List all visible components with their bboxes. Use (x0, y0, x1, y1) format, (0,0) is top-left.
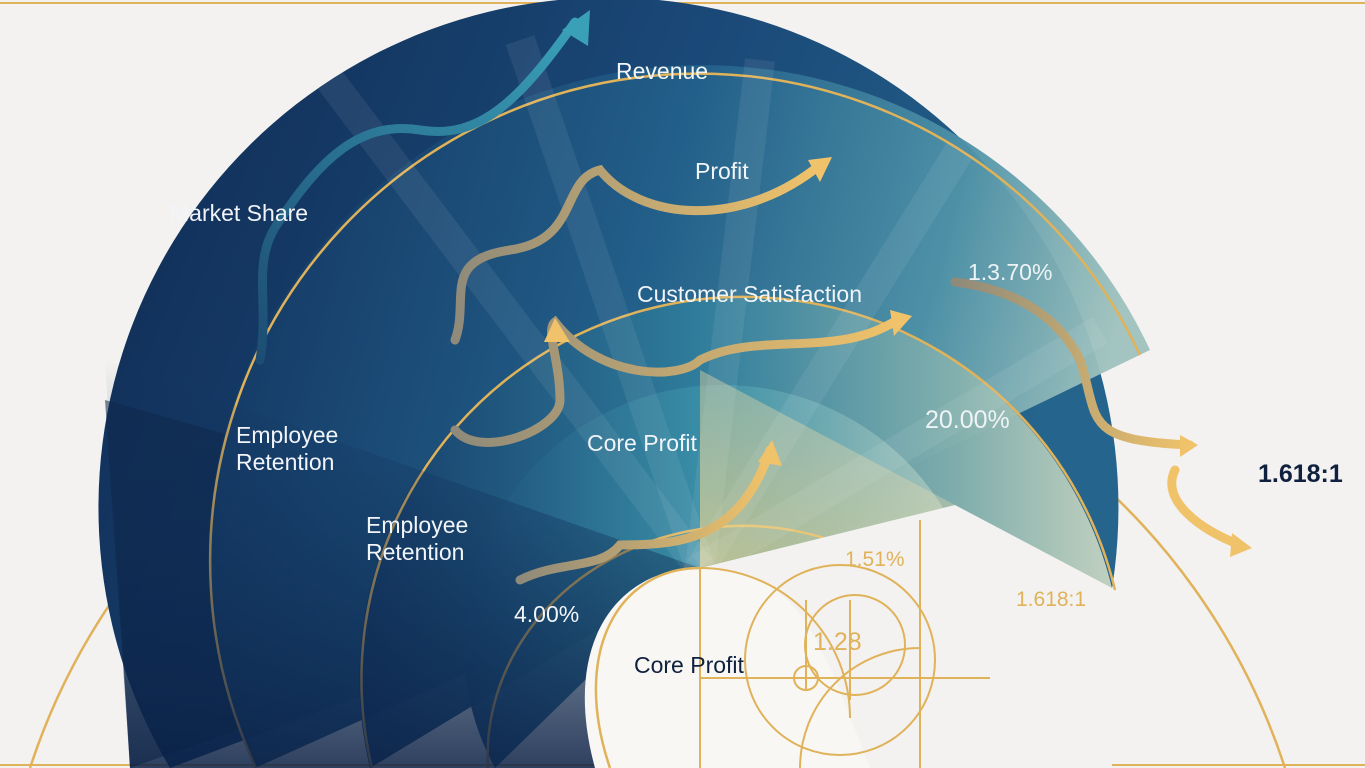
value-1-51-percent: 1.51% (845, 548, 905, 571)
value-1-3-70-percent: 1.3.70% (968, 259, 1053, 285)
outer-ratio-arrow-1 (950, 277, 1195, 450)
core-profit-arrow (515, 445, 775, 585)
profit-arrowhead (808, 157, 832, 182)
core-profit-ring-label: Core Profit (587, 430, 697, 456)
customer-satisfaction-label: Customer Satisfaction (637, 281, 862, 307)
outer-ratio-arrowhead-1 (1180, 435, 1198, 457)
ratio-dark-label: 1.618:1 (1258, 460, 1343, 488)
value-20-percent: 20.00% (925, 406, 1010, 434)
revenue-label: Revenue (616, 58, 709, 84)
core-profit-arrowhead (758, 440, 782, 466)
ratio-gold-label: 1.618:1 (1016, 588, 1087, 611)
golden-spiral-construction (699, 520, 990, 768)
core-oval-border (594, 566, 701, 768)
customer-satisfaction-arrow (450, 313, 905, 447)
customer-satisfaction-arrowhead-right (890, 310, 912, 336)
profit-arrow (450, 160, 825, 345)
employee-retention-outer-label: Employee Retention (236, 422, 339, 476)
spotlight-wedge (700, 370, 955, 568)
market-share-arrowhead (562, 10, 590, 46)
value-4-percent: 4.00% (514, 601, 580, 627)
sector-rays (318, 35, 1108, 581)
lower-shade (105, 360, 700, 768)
employee-retention-inner-label: Employee Retention (366, 512, 469, 566)
outer-ratio-arrow-2 (1167, 465, 1245, 550)
value-1-28: 1.28 (813, 628, 862, 656)
outer-ratio-arrowhead-2 (1230, 533, 1252, 557)
customer-satisfaction-arrowhead-up (544, 318, 570, 342)
core-profit-center-label: Core Profit (634, 652, 744, 678)
market-share-arrow (255, 17, 580, 365)
profit-label: Profit (695, 158, 749, 184)
core-oval (584, 568, 870, 768)
market-share-label: Market Share (170, 200, 309, 226)
